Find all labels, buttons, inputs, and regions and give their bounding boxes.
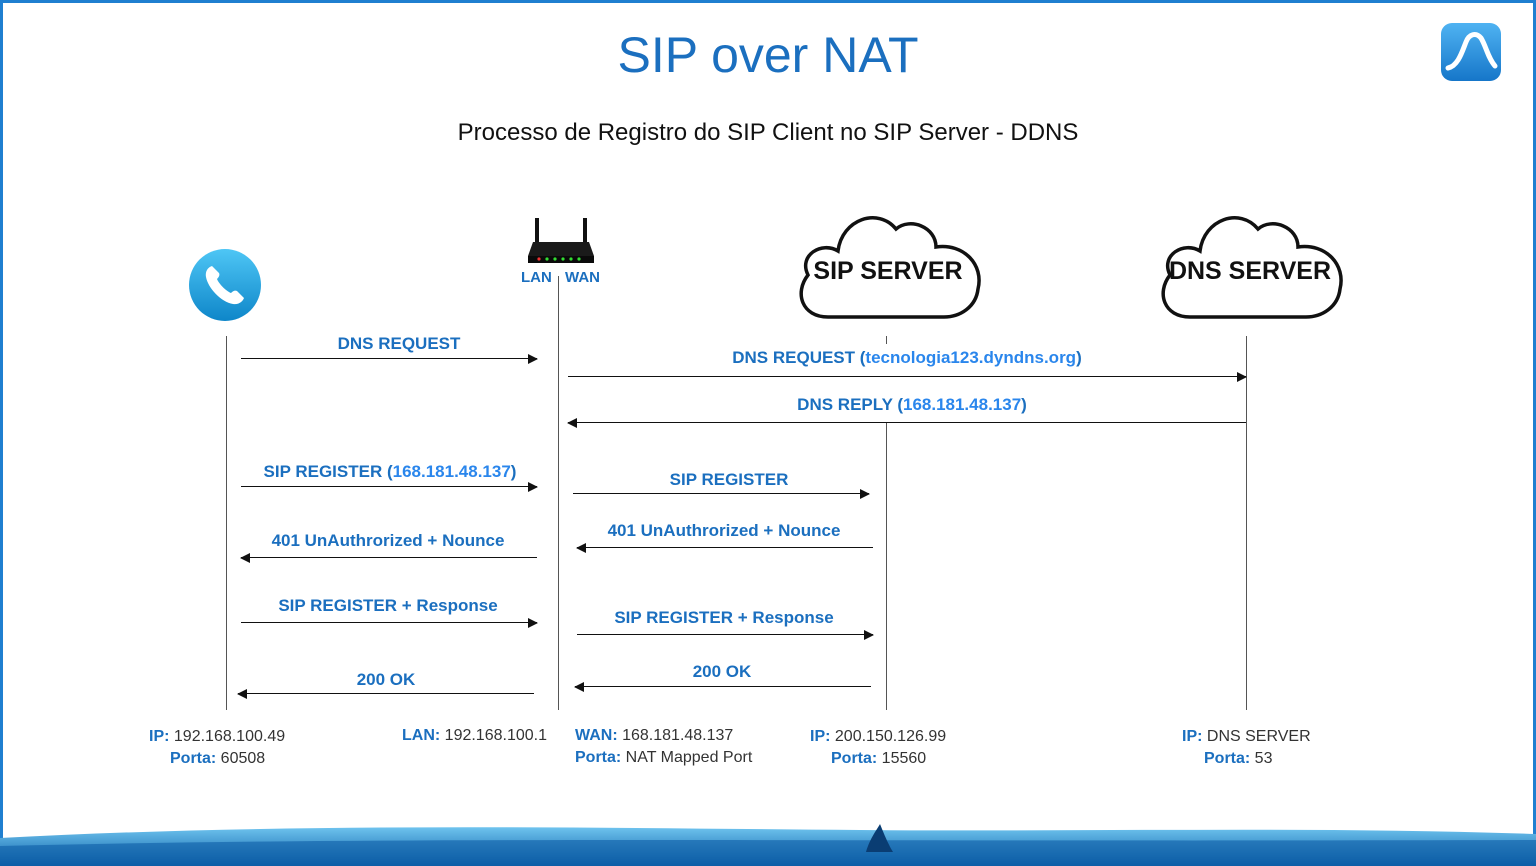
dns-lifeline: [1246, 336, 1247, 710]
message-arrow: [577, 630, 874, 640]
message-label: 200 OK: [356, 670, 416, 689]
shark-fin-icon: [866, 824, 893, 852]
sip-lifeline: [886, 422, 887, 710]
page-subtitle: Processo de Registro do SIP Client no SI…: [457, 119, 1079, 146]
message-label: 401 UnAuthrorized + Nounce: [271, 531, 505, 550]
message-arrow: [237, 689, 534, 699]
message-label: DNS REPLY (168.181.48.137): [797, 395, 1027, 414]
sip-server-node: SIP SERVER: [788, 205, 988, 325]
sip-lifeline-stub: [886, 336, 887, 344]
message-arrow: [567, 418, 1246, 428]
message-arrow: [573, 489, 870, 499]
router-lifeline: [558, 276, 559, 710]
dns-info: IP: DNS SERVER Porta: 53: [1182, 728, 1311, 767]
message-arrow: [240, 553, 537, 563]
message-label: SIP REGISTER + Response: [278, 596, 498, 615]
cloud-icon: [1161, 216, 1343, 319]
message-arrow: [574, 682, 871, 692]
dns-server-node: DNS SERVER: [1150, 205, 1350, 325]
sip-server-label: SIP SERVER: [813, 257, 963, 285]
message-label: SIP REGISTER: [669, 470, 789, 489]
router-wan-label: WAN: [565, 269, 600, 286]
message-label: 401 UnAuthrorized + Nounce: [607, 521, 841, 540]
lan-info: LAN: 192.168.100.1: [402, 727, 547, 744]
shark-fin-logo-icon: [1441, 23, 1501, 81]
message-label: DNS REQUEST (tecnologia123.dyndns.org): [732, 348, 1082, 367]
message-arrow: [576, 543, 873, 553]
message-label: SIP REGISTER + Response: [614, 608, 834, 627]
message-arrow: [568, 372, 1247, 382]
message-label: DNS REQUEST: [337, 334, 461, 353]
wan-info: WAN: 168.181.48.137 Porta: NAT Mapped Po…: [575, 727, 753, 766]
message-label: 200 OK: [692, 662, 752, 681]
router-lan-label: LAN: [521, 269, 552, 286]
phone-icon: [189, 249, 261, 321]
sip-info: IP: 200.150.126.99 Porta: 15560: [810, 728, 947, 767]
page-title: SIP over NAT: [617, 27, 919, 83]
phone-info: IP: 192.168.100.49 Porta: 60508: [149, 728, 286, 767]
message-arrow: [241, 618, 538, 628]
message-label: SIP REGISTER (168.181.48.137): [263, 462, 517, 481]
wave-decoration: [0, 824, 1536, 866]
dns-server-label: DNS SERVER: [1168, 257, 1332, 285]
message-arrow: [241, 354, 538, 364]
router-icon: [528, 218, 594, 263]
cloud-icon: [799, 216, 981, 319]
message-arrow: [241, 482, 538, 492]
phone-lifeline: [226, 336, 227, 710]
